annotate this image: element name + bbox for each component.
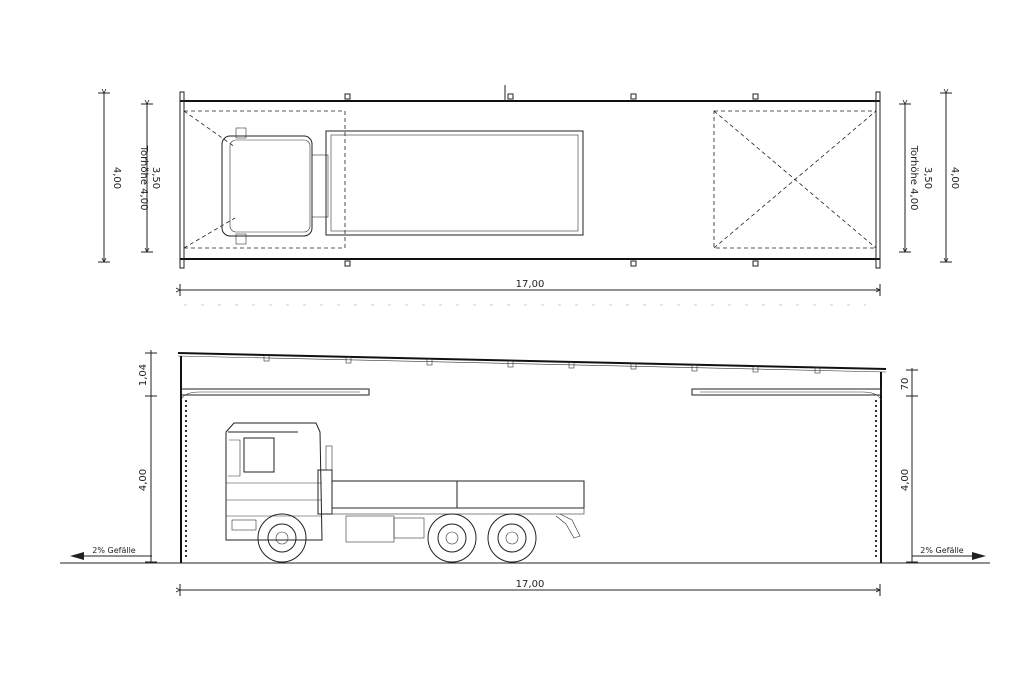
plan-left-door-label: Torhöhe 4,00 <box>138 145 149 211</box>
left-door-outline <box>183 110 346 249</box>
right-slope-label: 2% Gefälle <box>920 546 964 555</box>
elevation-right-roof-label: 70 <box>900 378 911 391</box>
elevation-right-height-label: 4,00 <box>900 469 911 491</box>
truck-top-view <box>221 127 584 245</box>
elevation-width-label: 17,00 <box>516 579 545 590</box>
elevation-width-dimension: 17,00 <box>180 579 880 596</box>
plan-right-inner-label: 3,50 <box>922 167 933 189</box>
plan-right-door-label: Torhöhe 4,00 <box>908 145 919 211</box>
left-slope-label: 2% Gefälle <box>92 546 136 555</box>
plan-left-dimensions: 4,00 3,50 Torhöhe 4,00 <box>98 93 161 262</box>
plan-right-dimensions: Torhöhe 4,00 3,50 4,00 <box>899 93 960 262</box>
elevation-right-dimensions: 70 4,00 <box>900 368 918 563</box>
plan-width-dimension: 17,00 <box>180 279 880 296</box>
right-door-outline <box>713 110 877 249</box>
elevation-view: 1,04 4,00 70 4,00 2% Gefälle 2% Gefälle … <box>60 350 990 596</box>
elevation-left-height-label: 4,00 <box>138 469 149 491</box>
plan-right-depth-label: 4,00 <box>949 167 960 189</box>
roof-purlins <box>263 354 821 374</box>
plan-left-depth-label: 4,00 <box>111 167 122 189</box>
plan-view: 17,00 4,00 3,50 Torhöhe 4,00 Torhöhe 4,0… <box>98 85 960 306</box>
truck-side-view <box>225 422 585 563</box>
elevation-left-roof-label: 1,04 <box>138 364 149 386</box>
plan-width-label: 17,00 <box>516 279 545 290</box>
plan-columns <box>179 85 881 269</box>
elevation-left-dimensions: 1,04 4,00 <box>138 350 157 563</box>
slope-notes: 2% Gefälle 2% Gefälle <box>70 546 986 560</box>
roof-line <box>177 352 887 370</box>
door-rails <box>180 388 882 560</box>
plan-left-inner-label: 3,50 <box>150 167 161 189</box>
